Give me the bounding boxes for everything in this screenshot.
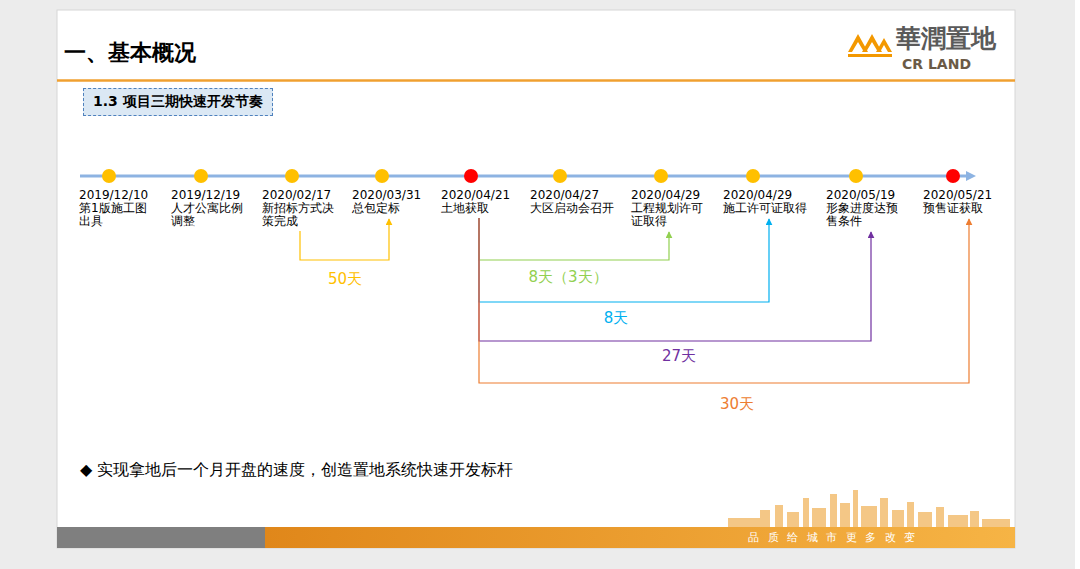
duration-bracket	[479, 218, 871, 341]
milestone-marker	[654, 169, 668, 183]
milestone-date: 2020/05/21	[923, 189, 1003, 202]
milestone-marker	[849, 169, 863, 183]
milestone-marker	[375, 169, 389, 183]
milestone-event: 施工许可证取得	[723, 202, 815, 215]
slide-title: 一、基本概况	[64, 38, 196, 68]
milestone-event: 人才公寓比例调整	[171, 202, 247, 228]
duration-bracket	[479, 218, 969, 383]
footer-bar-grey	[57, 527, 265, 548]
skyline	[728, 490, 1010, 527]
milestone-dot: 2020/04/21土地获取	[441, 167, 517, 215]
duration-bracket	[300, 219, 389, 260]
section-heading: 1.3 项目三期快速开发节奏	[93, 93, 263, 111]
milestone-event: 工程规划许可证取得	[631, 202, 707, 228]
duration-bracket	[479, 218, 769, 302]
slide	[57, 10, 1015, 548]
milestone-event: 大区启动会召开	[530, 202, 622, 215]
milestone-marker	[946, 169, 960, 183]
milestone-event: 新招标方式决策完成	[262, 202, 338, 228]
duration-label: 27天	[660, 347, 698, 366]
footer-bar-orange	[265, 527, 1015, 548]
milestone-date: 2020/02/17	[262, 189, 338, 202]
milestone-dot: 2020/04/29工程规划许可证取得	[631, 167, 707, 228]
milestone-event: 预售证获取	[923, 202, 1003, 215]
milestone-dot: 2020/02/17新招标方式决策完成	[262, 167, 338, 228]
milestone-date: 2020/05/19	[826, 189, 902, 202]
milestone-marker	[102, 169, 116, 183]
milestone-dot: 2020/04/27大区启动会召开	[530, 167, 622, 215]
milestone-event: 土地获取	[441, 202, 517, 215]
milestone-date: 2019/12/10	[79, 189, 155, 202]
milestone-event: 总包定标	[352, 202, 428, 215]
logo-mark	[848, 34, 892, 57]
milestone-dot: 2020/04/29施工许可证取得	[723, 167, 815, 215]
duration-label: 30天	[718, 395, 756, 414]
milestone-event: 形象进度达预售条件	[826, 202, 902, 228]
milestone-marker	[285, 169, 299, 183]
milestone-date: 2019/12/19	[171, 189, 247, 202]
side-strip	[1075, 0, 1080, 569]
milestone-dot: 2019/12/19人才公寓比例调整	[171, 167, 247, 228]
milestone-date: 2020/04/21	[441, 189, 517, 202]
duration-label: 8天	[602, 309, 631, 328]
duration-label: 8天（3天）	[526, 268, 609, 287]
logo-text: 華潤置地	[896, 22, 996, 55]
milestone-marker	[553, 169, 567, 183]
footer-slogan: 品质给城市更多改变	[748, 530, 924, 545]
milestone-event: 第1版施工图出具	[79, 202, 155, 228]
milestone-date: 2020/03/31	[352, 189, 428, 202]
milestone-dot: 2020/03/31总包定标	[352, 167, 428, 215]
milestone-dot: 2020/05/19形象进度达预售条件	[826, 167, 902, 228]
milestone-marker	[464, 169, 478, 183]
milestone-marker	[194, 169, 208, 183]
timeline-axis	[80, 175, 968, 178]
milestone-marker	[746, 169, 760, 183]
bullet-note: ◆ 实现拿地后一个月开盘的速度，创造置地系统快速开发标杆	[80, 460, 513, 481]
milestone-dot: 2019/12/10第1版施工图出具	[79, 167, 155, 228]
milestone-date: 2020/04/27	[530, 189, 622, 202]
milestone-date: 2020/04/29	[631, 189, 707, 202]
section-heading-box: 1.3 项目三期快速开发节奏	[83, 88, 273, 116]
milestone-dot: 2020/05/21预售证获取	[923, 167, 1003, 215]
logo-subtext: CR LAND	[902, 56, 971, 72]
milestone-date: 2020/04/29	[723, 189, 815, 202]
duration-label: 50天	[326, 270, 364, 289]
header-rule	[57, 79, 1015, 82]
